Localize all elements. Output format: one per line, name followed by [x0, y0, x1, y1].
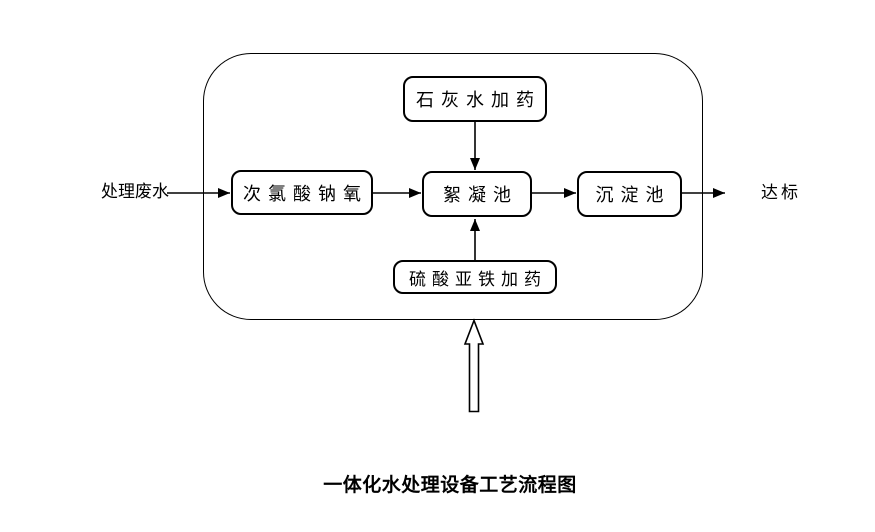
node-lime-water-dosing: 石灰水加药: [403, 76, 547, 122]
node-flocculation-tank: 絮凝池: [422, 171, 532, 217]
equipment-boundary: [203, 53, 703, 320]
label-influent: 处理废水: [101, 182, 169, 201]
node-ferrous-sulfate-dosing: 硫酸亚铁加药: [393, 260, 557, 294]
node-sodium-hypochlorite: 次氯酸钠氧: [231, 170, 373, 215]
diagram-caption: 一体化水处理设备工艺流程图: [323, 475, 577, 496]
inlet-block-arrow: [463, 318, 485, 413]
node-sedimentation-tank: 沉淀池: [577, 171, 682, 217]
label-effluent: 达标: [761, 183, 801, 202]
